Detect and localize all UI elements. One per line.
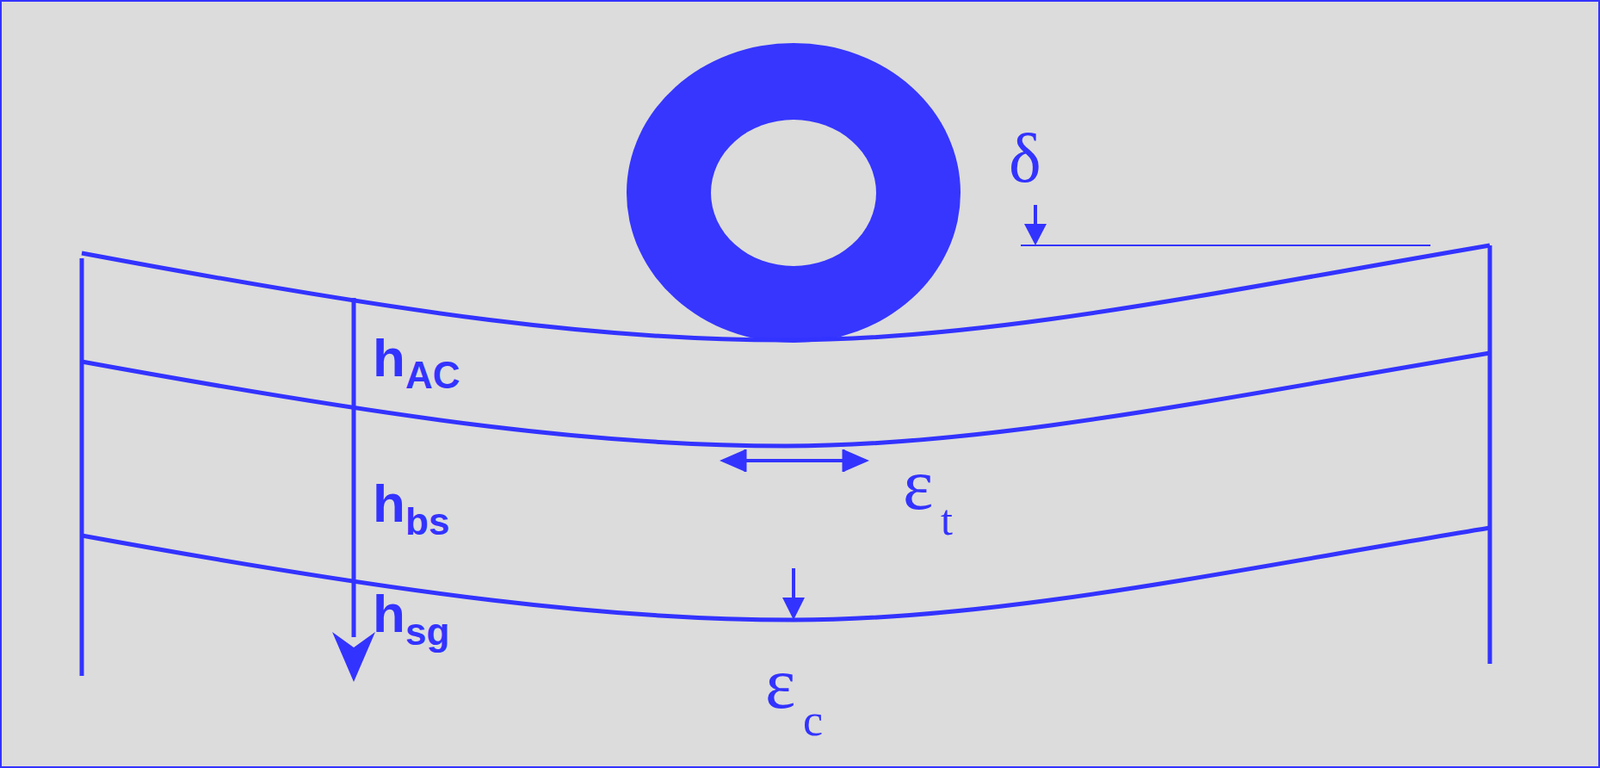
strain-arrow bbox=[745, 458, 844, 463]
thickness-symbol: h bbox=[372, 586, 406, 641]
strain-subscript: c bbox=[803, 698, 823, 743]
strain-subscript: t bbox=[940, 498, 953, 542]
strain-arrow bbox=[791, 568, 796, 600]
tire bbox=[626, 43, 961, 343]
depth-arrow bbox=[352, 297, 357, 637]
arrowhead bbox=[332, 631, 376, 682]
thickness-subscript: sg bbox=[405, 612, 450, 651]
thickness-symbol: h bbox=[372, 331, 406, 385]
deflection-arrow bbox=[1033, 204, 1038, 226]
surface-line bbox=[81, 245, 1490, 340]
side-line bbox=[1488, 245, 1493, 664]
arrowhead bbox=[1024, 223, 1047, 246]
strain-symbol: ε bbox=[765, 647, 796, 720]
thickness-subscript: bs bbox=[405, 502, 450, 541]
arrowhead bbox=[719, 449, 746, 472]
thickness-subscript: AC bbox=[405, 356, 461, 395]
deflection-symbol: δ bbox=[1008, 123, 1042, 193]
arrowhead bbox=[843, 449, 870, 472]
reference-line bbox=[1020, 244, 1431, 247]
arrowhead bbox=[782, 597, 805, 620]
tire-hole bbox=[710, 119, 877, 266]
strain-symbol: ε bbox=[902, 448, 933, 521]
layer-boundary bbox=[81, 352, 1490, 446]
layer-boundary bbox=[81, 527, 1490, 620]
thickness-symbol: h bbox=[372, 476, 406, 531]
side-line bbox=[80, 258, 85, 676]
